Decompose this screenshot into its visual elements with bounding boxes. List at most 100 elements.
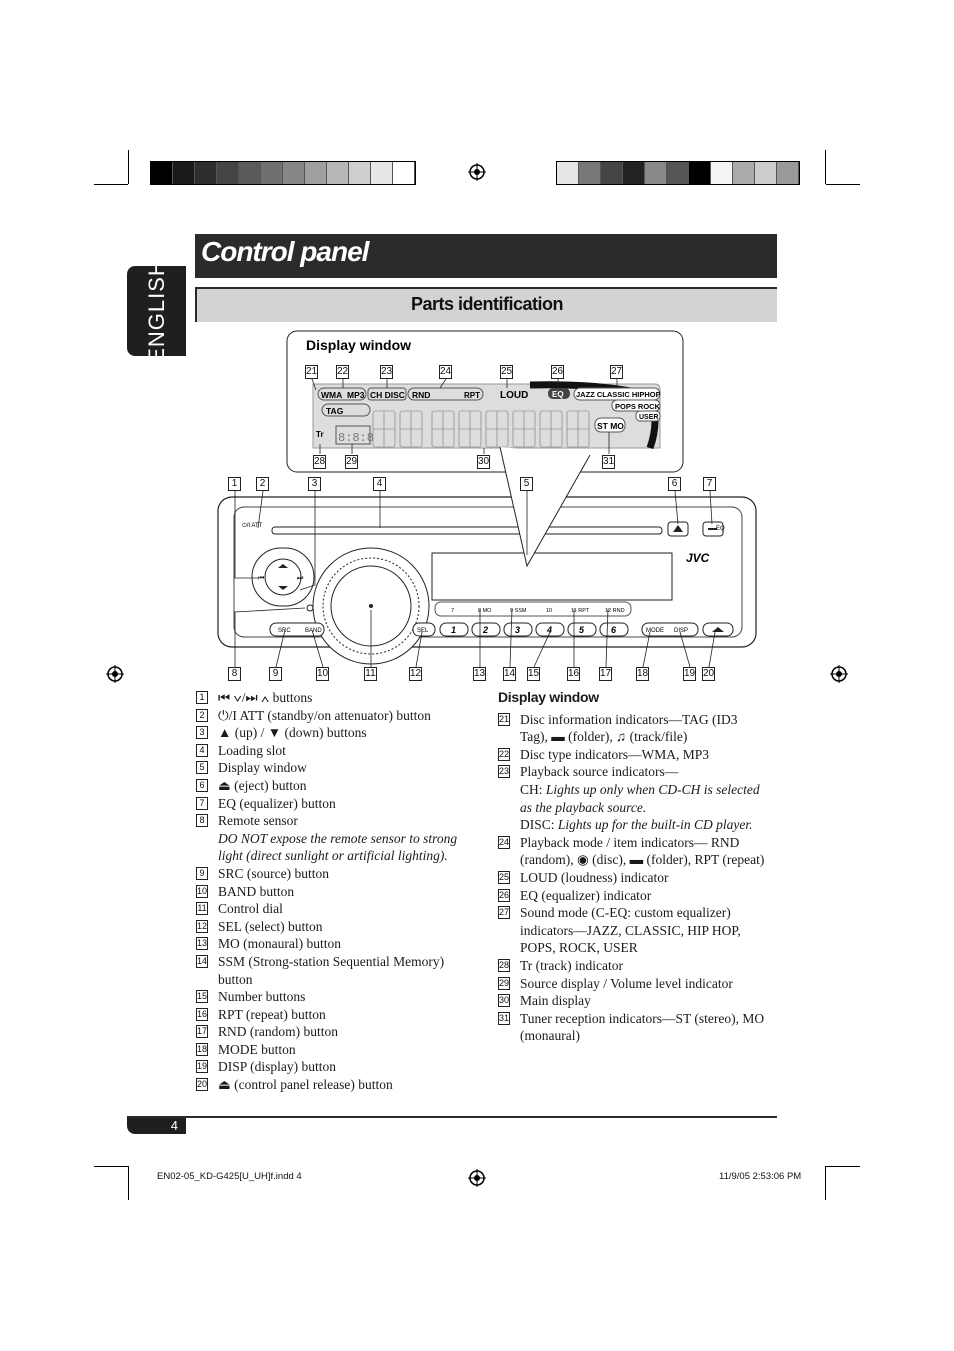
display-item: 31 Tuner reception indicators—ST (stereo)… xyxy=(498,1010,768,1045)
item-number: 20 xyxy=(196,1078,208,1092)
lcd-rnd: RND xyxy=(412,390,430,400)
item-text: MODE button xyxy=(218,1041,296,1057)
callout-6: 6 xyxy=(668,477,681,491)
crop-mark xyxy=(825,150,826,184)
preset-4: 4 xyxy=(546,625,552,635)
callout-11: 11 xyxy=(364,667,377,681)
lcd-source-digits: 8:8:8 xyxy=(338,431,374,445)
mode-label: MODE xyxy=(646,628,664,634)
callout-29: 29 xyxy=(345,455,358,469)
callout-14: 14 xyxy=(503,667,516,681)
lcd-user: USER xyxy=(639,414,658,421)
disp-label: DISP xyxy=(674,628,688,634)
item-text: DISC: xyxy=(520,817,555,833)
callout-30: 30 xyxy=(477,455,490,469)
item-text: SSM (Strong-station Sequential Memory) b… xyxy=(218,953,445,987)
preset-label-7: 7 xyxy=(451,608,454,614)
language-tab: ENGLISH xyxy=(127,259,186,363)
item-number: 19 xyxy=(196,1060,208,1074)
callout-15: 15 xyxy=(527,667,540,681)
item-text: Source display / Volume level indicator xyxy=(520,975,733,991)
callout-12: 12 xyxy=(409,667,422,681)
item-text: ⏏ (control panel release) button xyxy=(218,1077,393,1093)
item-text: ⏻/I ATT (standby/on attenuator) button xyxy=(218,707,431,723)
callout-8: 8 xyxy=(228,667,241,681)
registration-mark-icon xyxy=(830,665,848,683)
callout-17: 17 xyxy=(599,667,612,681)
item-text: Control dial xyxy=(218,901,283,917)
item-note: Lights up for the built-in CD player. xyxy=(554,817,753,833)
page-number: 4 xyxy=(170,1118,178,1133)
item-number: 25 xyxy=(498,870,510,884)
callout-10: 10 xyxy=(316,667,329,681)
crop-mark xyxy=(826,1166,860,1167)
section-title-bar: Parts identification xyxy=(195,287,777,322)
item-note: DO NOT expose the remote sensor to stron… xyxy=(218,830,458,864)
page-title-bar: Control panel xyxy=(195,234,777,278)
parts-list: 1 ⏮ ∨/⏭ ∧ buttons 2⏻/I ATT (standby/on att… xyxy=(196,689,476,1094)
callout-31: 31 xyxy=(602,455,615,469)
part-item: 9 SRC (source) button xyxy=(196,865,476,883)
item-number: 17 xyxy=(196,1025,208,1039)
item-text: Main display xyxy=(520,993,591,1009)
preset-5: 5 xyxy=(579,625,585,635)
item-text: DISP (display) button xyxy=(218,1059,336,1075)
page-title: Control panel xyxy=(201,236,369,267)
callout-22: 22 xyxy=(336,365,349,379)
item-number: 14 xyxy=(196,954,208,968)
lcd-loud: LOUD xyxy=(500,390,528,401)
display-item: CH: Lights up only when CD-CH is selecte… xyxy=(498,781,768,816)
grayscale-swatches xyxy=(150,161,416,185)
item-text: Tr (track) indicator xyxy=(520,957,623,973)
item-number: 7 xyxy=(196,796,208,810)
crop-mark xyxy=(128,150,129,184)
part-item: 14 SSM (Strong-station Sequential Memory)… xyxy=(196,953,476,988)
preset-label-9: 9 SSM xyxy=(510,608,527,614)
lcd-tr: Tr xyxy=(316,430,324,439)
brand-logo: JVC xyxy=(686,551,710,565)
item-number: 18 xyxy=(196,1042,208,1056)
preset-label-12: 12 RND xyxy=(605,608,625,614)
item-text: ⏮ ∨/⏭ ∧ buttons xyxy=(218,690,313,705)
callout-25: 25 xyxy=(500,365,513,379)
power-att-label: ⏻/I ATT xyxy=(242,522,263,529)
callout-9: 9 xyxy=(269,667,282,681)
item-number: 31 xyxy=(498,1011,510,1025)
footer-date: 11/9/05 2:53:06 PM xyxy=(719,1171,802,1182)
svg-text:⏮: ⏮ xyxy=(258,575,264,582)
item-number: 1 xyxy=(196,691,208,704)
display-window-heading: Display window xyxy=(498,689,599,705)
item-number: 21 xyxy=(498,712,510,726)
item-text: Tuner reception indicators—ST (stereo), … xyxy=(520,1010,765,1044)
preset-2: 2 xyxy=(482,625,488,635)
part-item: 20 ⏏ (control panel release) button xyxy=(196,1076,476,1094)
display-item: DISC: Lights up for the built-in CD play… xyxy=(498,816,768,834)
callout-28: 28 xyxy=(313,455,326,469)
lcd-tag: TAG xyxy=(326,406,344,416)
item-number: 5 xyxy=(196,761,208,775)
eq-button-label: EQ xyxy=(716,526,725,532)
callout-21: 21 xyxy=(305,365,318,379)
display-window-label: Display window xyxy=(306,337,411,353)
part-item: 2⏻/I ATT (standby/on attenuator) button xyxy=(196,707,476,725)
item-number: 3 xyxy=(196,726,208,740)
callout-13: 13 xyxy=(473,667,486,681)
item-number: 10 xyxy=(196,884,208,898)
footer-file: EN02-05_KD-G425[U_UH]f.indd 4 xyxy=(157,1171,302,1182)
lcd-stmo: ST MO xyxy=(597,421,624,431)
callout-2: 2 xyxy=(256,477,269,491)
item-number: 9 xyxy=(196,866,208,880)
item-text: SRC (source) button xyxy=(218,865,329,881)
registration-mark-icon xyxy=(468,163,486,181)
item-text: Remote sensor xyxy=(218,813,298,829)
